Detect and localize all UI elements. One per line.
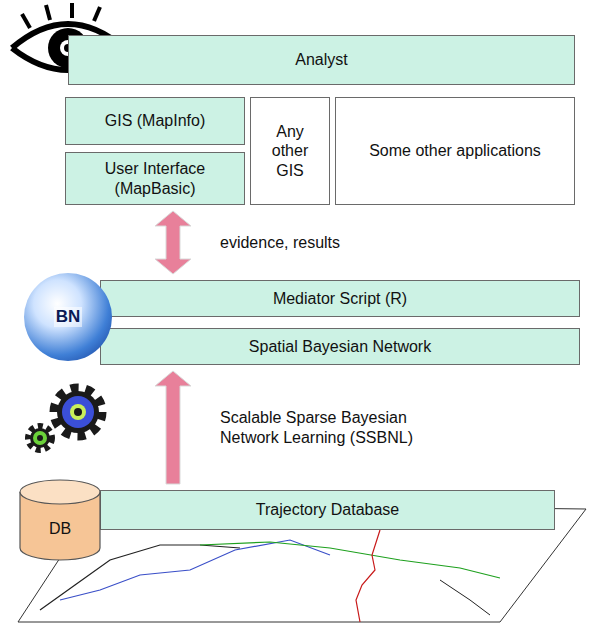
node-text: Any other GIS [257,122,323,180]
node-text: GIS (MapInfo) [105,111,205,130]
database-band: Trajectory Database [100,490,555,530]
block-arrow [155,211,191,274]
actor-band: Analyst [68,35,575,85]
script-band: Mediator Script (R) [100,280,580,317]
block-arrow [155,371,191,484]
node-text: Analyst [295,50,347,69]
network-band: Spatial Bayesian Network [100,328,580,365]
node-text: Mediator Script (R) [273,289,407,308]
node-text: Some other applications [369,141,541,160]
node-text: BN [54,307,83,327]
cylinder-shape [18,478,102,562]
component-box: GIS (MapInfo) [65,97,245,145]
node-text: DB [49,519,71,538]
application-box: Any other GIS [250,97,330,205]
globe-icon: BN [24,273,112,361]
node-text: Spatial Bayesian Network [249,337,431,356]
trajectory-line [440,580,490,615]
trajectory-line [200,542,500,578]
application-box: Some other applications [335,97,575,205]
node-text: Trajectory Database [256,500,399,519]
trajectory-line [356,530,380,622]
component-box: User Interface (MapBasic) [65,152,245,205]
arrow-label: evidence, results [220,233,445,253]
arrow-label: Scalable Sparse Bayesian Network Learnin… [220,408,445,448]
node-text: User Interface (MapBasic) [72,159,238,197]
database-cylinder: DB [18,478,102,562]
gear-icon [28,388,102,450]
trajectory-line [60,540,330,600]
